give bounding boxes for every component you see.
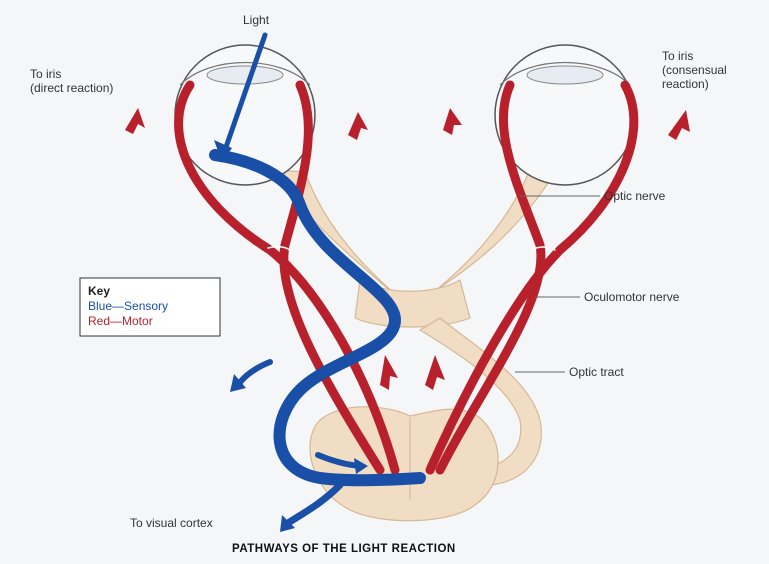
label-iris-direct-1: To iris <box>30 67 61 81</box>
label-light: Light <box>243 13 270 27</box>
right-lens <box>527 66 603 84</box>
key-motor: Red—Motor <box>88 314 153 328</box>
label-optic-tract: Optic tract <box>569 365 624 379</box>
label-visual-cortex: To visual cortex <box>130 516 213 530</box>
label-iris-consensual-2: (consensual <box>662 63 727 77</box>
label-iris-direct-2: (direct reaction) <box>30 81 113 95</box>
diagram-title: PATHWAYS OF THE LIGHT REACTION <box>232 543 456 555</box>
key-title: Key <box>88 284 110 298</box>
right-eye <box>495 45 635 185</box>
key-box: Key Blue—Sensory Red—Motor <box>80 278 220 336</box>
label-optic-nerve: Optic nerve <box>604 189 666 203</box>
key-sensory: Blue—Sensory <box>88 299 168 313</box>
label-iris-consensual-1: To iris <box>662 49 693 63</box>
label-iris-consensual-3: reaction) <box>662 77 709 91</box>
left-lens <box>207 66 283 84</box>
label-oculomotor-nerve: Oculomotor nerve <box>584 290 680 304</box>
